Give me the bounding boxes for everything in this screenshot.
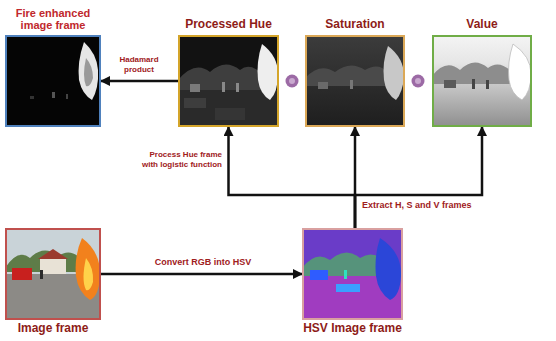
input-picture (5, 228, 101, 320)
roof-shape (38, 249, 68, 259)
ground-patch (178, 90, 279, 127)
flame-shape (384, 46, 405, 100)
frame-title: HSV Image frame (291, 322, 415, 336)
flame-shape (258, 44, 279, 100)
frame-title: Saturation (293, 18, 417, 32)
hadamard-operator (286, 75, 299, 88)
person-shape (40, 270, 43, 279)
flow-arrow (101, 273, 302, 276)
truck-shape (310, 270, 328, 280)
picture-ground (432, 35, 532, 127)
tree-silhouette (305, 65, 388, 86)
person-shape (222, 82, 225, 92)
image-frame-box: Fire enhanced image frame (5, 35, 101, 127)
flame-shape (79, 42, 99, 100)
hadamard-operator (289, 78, 295, 84)
truck-shape (444, 80, 456, 88)
connector-label: Process Hue frame with logistic function (136, 150, 222, 169)
picture-ground (305, 35, 405, 127)
sky (5, 228, 101, 320)
person-shape (486, 80, 489, 89)
speck (52, 92, 55, 98)
ground-patch (215, 108, 245, 120)
image-frame-box: HSV Image frame (302, 228, 403, 320)
person-shape (344, 270, 347, 279)
processed-hue-picture (178, 35, 279, 127)
person-shape (236, 83, 239, 92)
hadamard-operator (412, 75, 425, 88)
flow-arrow (229, 127, 356, 228)
flow-arrow (101, 80, 178, 83)
frame-title: Fire enhanced image frame (3, 7, 103, 32)
flame-shape (509, 44, 532, 100)
picture-ground (178, 35, 279, 127)
flow-arrow (355, 127, 482, 228)
image-frame-box: Image frame (5, 228, 101, 320)
person-shape (350, 80, 353, 89)
frame-title: Value (423, 18, 541, 32)
value-picture (432, 35, 532, 127)
flame-core (84, 258, 94, 290)
ground-patch (336, 284, 360, 292)
truck-shape (12, 268, 32, 280)
picture-ground (5, 35, 101, 127)
hsv-picture (302, 228, 403, 320)
person-shape (472, 79, 475, 89)
connector-label: Extract H, S and V frames (362, 200, 522, 211)
flame-shape (76, 238, 100, 300)
frame-title: Image frame (3, 322, 103, 336)
truck-shape (190, 84, 200, 92)
frame-title: Processed Hue (167, 18, 291, 32)
speck (30, 96, 34, 99)
speck (66, 94, 68, 99)
image-frame-box: Processed Hue (178, 35, 279, 127)
truck-shape (318, 82, 328, 89)
house-shape (40, 258, 66, 274)
fire-enhanced-picture (5, 35, 101, 127)
hadamard-operator (415, 78, 421, 84)
ground-patch (184, 98, 206, 108)
flame-core (84, 58, 93, 86)
saturation-picture (305, 35, 405, 127)
picture-ground (302, 228, 403, 320)
image-frame-box: Saturation (305, 35, 405, 127)
flame-shape (376, 238, 402, 300)
image-frame-box: Value (432, 35, 532, 127)
tree-silhouette (432, 62, 510, 84)
connector-label: Hadamard product (104, 55, 174, 74)
connector-label: Convert RGB into HSV (128, 257, 278, 268)
